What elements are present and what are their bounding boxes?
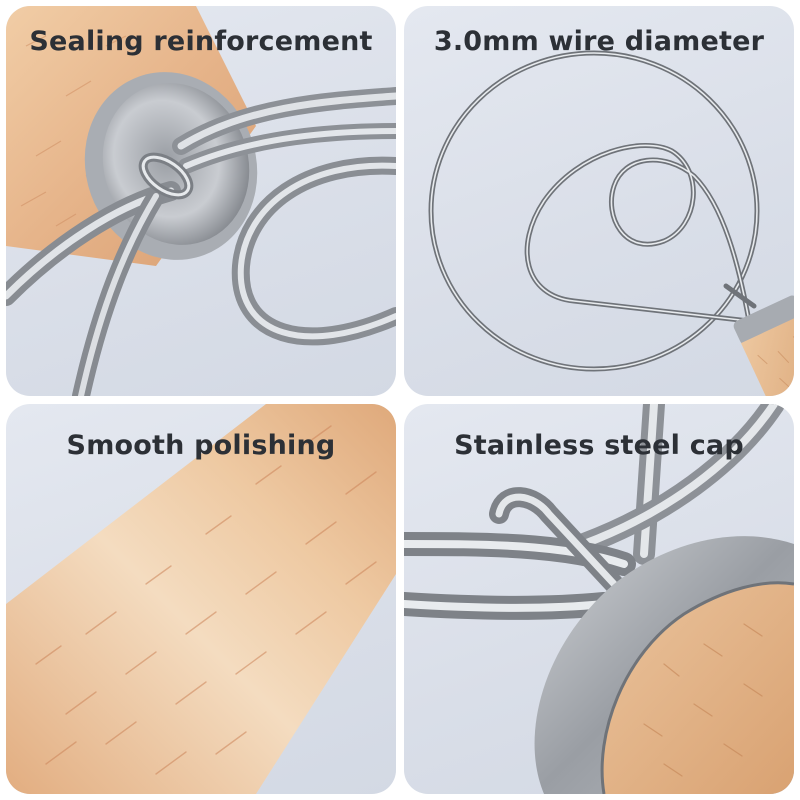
caption-sealing-reinforcement: Sealing reinforcement [29,26,373,57]
caption-smooth-polishing: Smooth polishing [66,430,336,461]
steel-cap-photo [404,404,794,794]
wood-handle-photo [6,404,396,794]
panel-sealing-reinforcement: Sealing reinforcement [6,6,396,396]
whisk-photo [428,50,794,396]
caption-stainless-steel-cap: Stainless steel cap [454,430,744,461]
caption-wire-diameter: 3.0mm wire diameter [433,26,765,57]
panel-smooth-polishing: Smooth polishing [6,404,396,794]
panel-stainless-steel-cap: Stainless steel cap [404,404,794,794]
sealing-photo [6,6,396,396]
panel-wire-diameter: 3.0mm wire diameter [404,6,794,396]
